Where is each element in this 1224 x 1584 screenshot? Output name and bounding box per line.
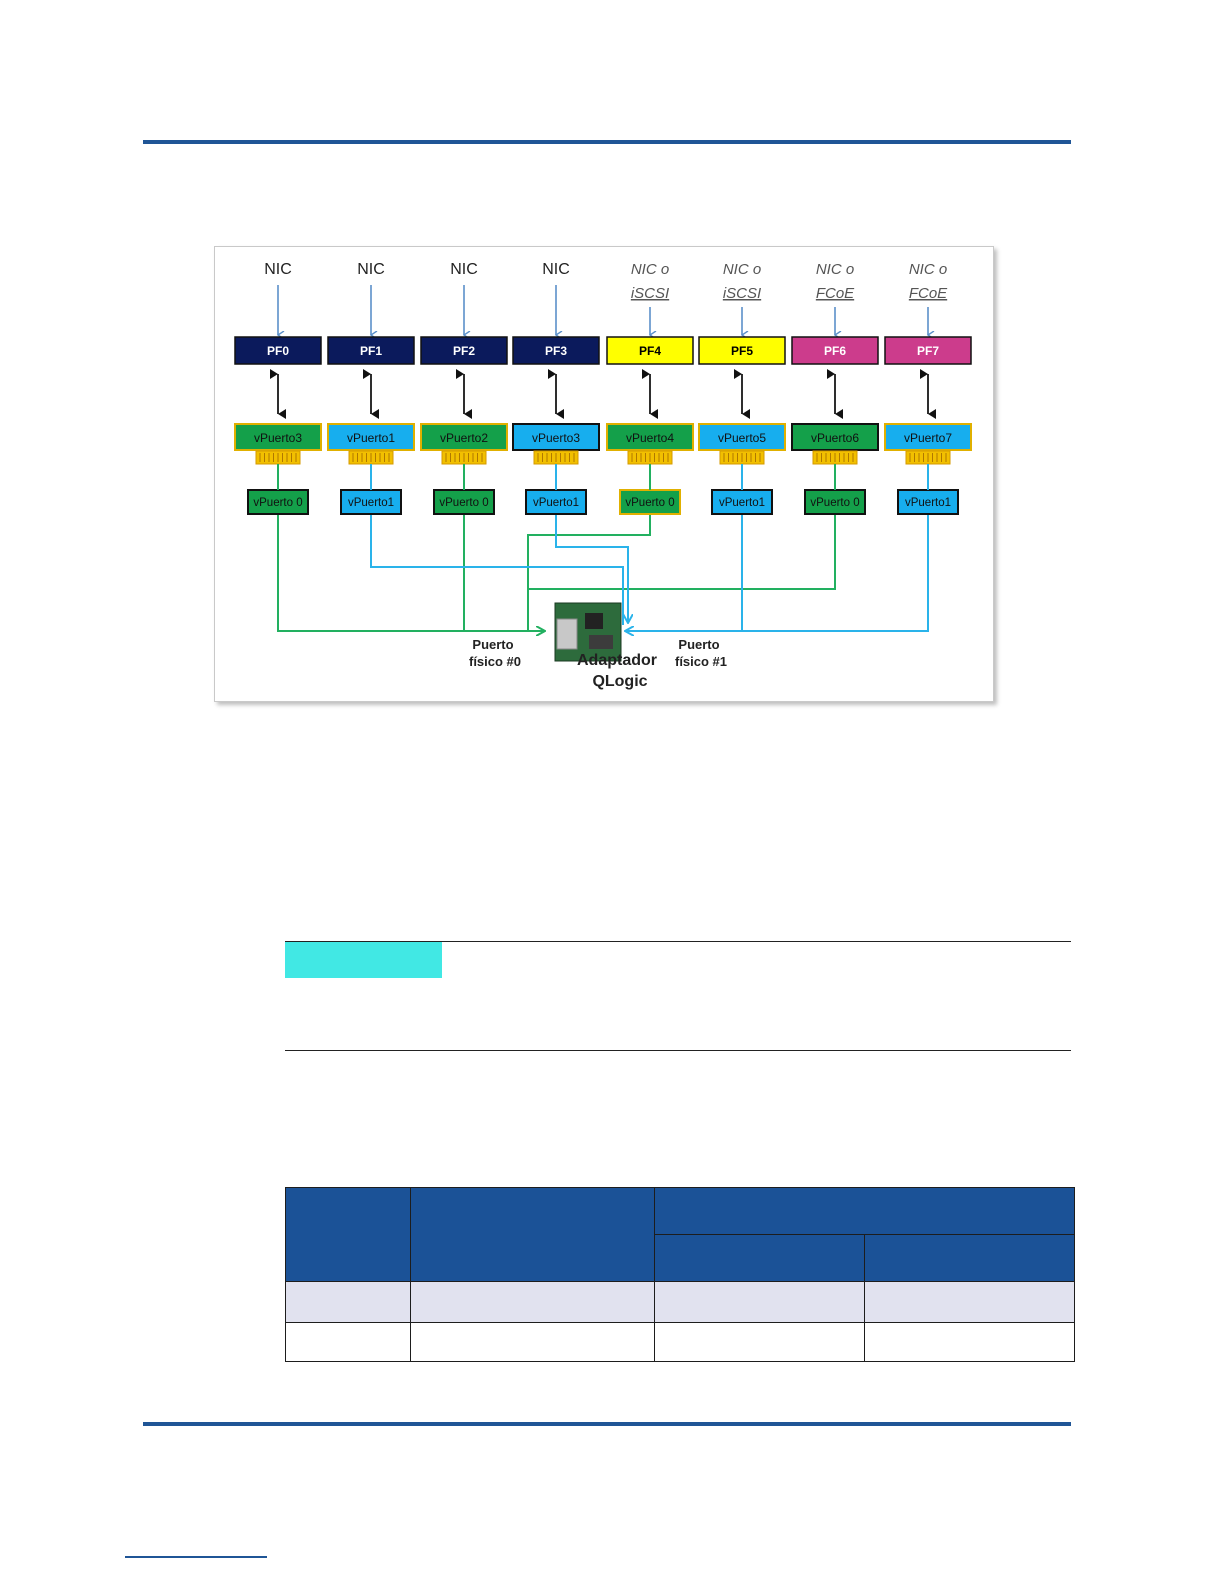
pf-label: PF7 xyxy=(917,344,939,358)
function-label: NIC xyxy=(264,261,292,278)
port1-route xyxy=(625,515,743,631)
function-label-line1: NIC o xyxy=(723,261,761,278)
vport-box xyxy=(512,423,600,451)
vport-label: vPuerto1 xyxy=(719,497,765,509)
port0-label: físico #0 xyxy=(469,654,521,669)
vport-box xyxy=(619,489,681,515)
function-label-line1: NIC o xyxy=(816,261,854,278)
table-header-cell xyxy=(654,1187,1075,1235)
vport-label: vPuerto3 xyxy=(254,431,302,445)
function-label-line1: NIC o xyxy=(909,261,947,278)
pf-box xyxy=(420,336,508,365)
footer-rule xyxy=(143,1422,1071,1426)
note-box xyxy=(285,941,1071,1051)
pf-label: PF1 xyxy=(360,344,382,358)
function-label: NIC xyxy=(450,261,478,278)
pf-label: PF6 xyxy=(824,344,846,358)
vport-label: vPuerto2 xyxy=(440,431,488,445)
port1-route xyxy=(555,515,628,623)
function-label-line2: iSCSI xyxy=(723,285,761,302)
function-label: NIC xyxy=(542,261,570,278)
vport-box xyxy=(791,423,879,451)
vport-label: vPuerto 0 xyxy=(625,497,674,509)
table-cell xyxy=(654,1281,865,1323)
table-cell xyxy=(864,1281,1075,1323)
table-row xyxy=(285,1322,1075,1362)
table-cell xyxy=(285,1281,411,1323)
function-label-line1: NIC o xyxy=(631,261,669,278)
vport-label: vPuerto 0 xyxy=(810,497,859,509)
function-label-line2: iSCSI xyxy=(631,285,669,302)
vport-label: vPuerto 0 xyxy=(253,497,302,509)
table-header-cell xyxy=(410,1187,655,1282)
vport-label: vPuerto6 xyxy=(811,431,859,445)
vport-label: vPuerto5 xyxy=(718,431,766,445)
vport-box xyxy=(698,423,786,451)
pf-label: PF0 xyxy=(267,344,289,358)
vport-label: vPuerto4 xyxy=(626,431,674,445)
port0-route xyxy=(277,515,545,631)
footer-link-underline xyxy=(125,1556,267,1558)
table-cell xyxy=(654,1322,865,1362)
port0-route xyxy=(528,515,836,590)
port1-label: Puerto xyxy=(678,637,719,652)
pf-box xyxy=(884,336,972,365)
function-label: NIC xyxy=(357,261,385,278)
vport-label: vPuerto1 xyxy=(347,431,395,445)
adapter-label: QLogic xyxy=(592,673,647,690)
vport-label: vPuerto1 xyxy=(533,497,579,509)
vport-box xyxy=(327,423,415,451)
adapter-chip xyxy=(589,635,613,649)
adapter-chip xyxy=(585,613,603,629)
vport-box xyxy=(525,489,587,515)
port0-label: Puerto xyxy=(472,637,513,652)
table-header-cell xyxy=(864,1234,1075,1282)
virtual-port-diagram: NIC PF0 vPuerto3 vPuerto 0 NIC PF1 vPuerto1 vPu… xyxy=(214,246,994,702)
adapter-bracket xyxy=(556,618,578,650)
port0-route xyxy=(527,515,651,631)
table-row xyxy=(285,1281,1075,1323)
vport-box xyxy=(606,423,694,451)
data-table xyxy=(285,1187,1075,1362)
pf-label: PF3 xyxy=(545,344,567,358)
table-cell xyxy=(410,1281,655,1323)
function-label-line2: FCoE xyxy=(909,285,948,302)
vport-label: vPuerto 0 xyxy=(439,497,488,509)
header-rule xyxy=(143,140,1071,144)
table-header-cell xyxy=(654,1234,865,1282)
vport-box xyxy=(884,423,972,451)
diagram-canvas: NIC PF0 vPuerto3 vPuerto 0 NIC PF1 vPuerto1 vPu… xyxy=(234,261,972,690)
pf-label: PF2 xyxy=(453,344,475,358)
pf-box xyxy=(698,336,786,365)
table-header-row xyxy=(285,1187,1075,1282)
vport-label: vPuerto7 xyxy=(904,431,952,445)
pf-box xyxy=(327,336,415,365)
table-cell xyxy=(864,1322,1075,1362)
pf-label: PF4 xyxy=(639,344,661,358)
table-cell xyxy=(410,1322,655,1362)
vport-box xyxy=(234,423,322,451)
table-cell xyxy=(285,1322,411,1362)
port1-route xyxy=(370,515,624,625)
note-tag xyxy=(285,942,442,978)
pf-box xyxy=(512,336,600,365)
port1-route xyxy=(742,515,929,632)
vport-label: vPuerto1 xyxy=(905,497,951,509)
pf-label: PF5 xyxy=(731,344,753,358)
adapter-label: Adaptador xyxy=(577,652,657,669)
pf-box xyxy=(606,336,694,365)
table-header-cell xyxy=(285,1187,411,1282)
vport-box xyxy=(247,489,309,515)
pf-box xyxy=(234,336,322,365)
vport-box xyxy=(711,489,773,515)
port1-label: físico #1 xyxy=(675,654,727,669)
vport-label: vPuerto1 xyxy=(348,497,394,509)
pf-box xyxy=(791,336,879,365)
function-label-line2: FCoE xyxy=(816,285,855,302)
vport-box xyxy=(420,423,508,451)
table-subheader-row xyxy=(286,1234,1075,1282)
vport-label: vPuerto3 xyxy=(532,431,580,445)
